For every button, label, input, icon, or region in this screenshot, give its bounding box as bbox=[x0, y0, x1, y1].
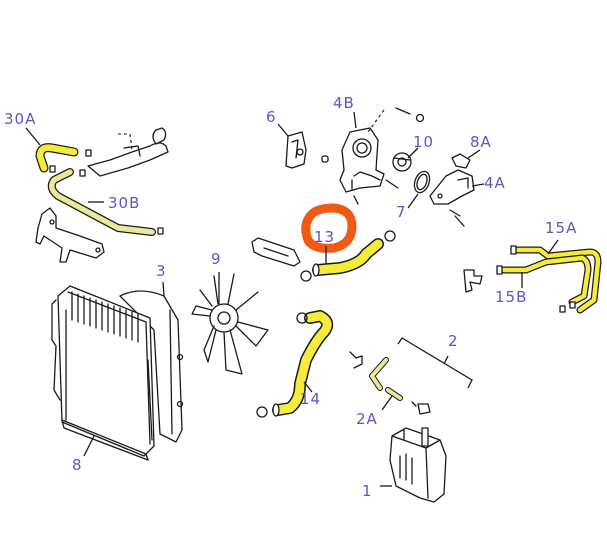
leader-6 bbox=[277, 123, 289, 137]
clamp-15-lower-a bbox=[569, 301, 576, 309]
label-13: 13 bbox=[314, 228, 335, 246]
label-8A: 8A bbox=[470, 133, 492, 151]
bracket bbox=[35, 207, 105, 263]
label-1: 1 bbox=[362, 482, 373, 500]
label-4B: 4B bbox=[333, 94, 355, 112]
shroud-3[interactable] bbox=[119, 290, 184, 443]
hose-15A[interactable] bbox=[514, 246, 602, 314]
callout-circle-13 bbox=[301, 203, 357, 253]
bolt-small bbox=[321, 155, 329, 163]
bypass-pipe-assembly bbox=[79, 127, 169, 177]
clamp-15-lower-b bbox=[559, 305, 566, 313]
hose-30A[interactable] bbox=[35, 143, 79, 173]
label-15A: 15A bbox=[545, 219, 577, 237]
clamp-13-lower bbox=[300, 270, 312, 282]
housing-4B[interactable] bbox=[339, 127, 385, 193]
fan-9[interactable] bbox=[191, 273, 269, 375]
label-2: 2 bbox=[448, 332, 459, 350]
nut-4B bbox=[415, 113, 425, 123]
hose-2A[interactable] bbox=[369, 357, 403, 401]
clamp-15A bbox=[510, 245, 517, 255]
bolt-right bbox=[454, 215, 465, 227]
label-6: 6 bbox=[266, 108, 277, 126]
hose-14[interactable] bbox=[272, 310, 334, 417]
label-4A: 4A bbox=[484, 174, 506, 192]
bracket-2 bbox=[397, 337, 473, 389]
bolt-4B-bottom bbox=[353, 195, 359, 205]
radiator-8[interactable] bbox=[51, 285, 155, 461]
clamp-30A bbox=[49, 165, 56, 173]
hose-15B[interactable] bbox=[500, 254, 592, 306]
label-3: 3 bbox=[156, 262, 167, 280]
leader-10 bbox=[407, 147, 419, 159]
label-7: 7 bbox=[396, 203, 407, 221]
leader-7 bbox=[407, 193, 419, 209]
hose-30B[interactable] bbox=[47, 168, 156, 236]
thermostat-10[interactable] bbox=[392, 152, 412, 172]
leader-8 bbox=[83, 435, 95, 457]
leader-8A bbox=[467, 149, 481, 159]
label-14: 14 bbox=[300, 390, 321, 408]
leader-14 bbox=[303, 381, 313, 393]
hose-13[interactable] bbox=[312, 238, 384, 277]
bolt-4A bbox=[449, 209, 461, 217]
clamp-14-upper bbox=[296, 312, 308, 324]
label-9: 9 bbox=[211, 250, 222, 268]
clamp-2 bbox=[411, 401, 417, 407]
label-15B: 15B bbox=[495, 288, 527, 306]
gasket-6[interactable] bbox=[285, 131, 307, 169]
clip-2 bbox=[349, 351, 363, 369]
leader-2A bbox=[381, 395, 393, 411]
leader-3 bbox=[162, 281, 165, 297]
label-30A: 30A bbox=[4, 110, 36, 128]
reservoir-tank-1[interactable] bbox=[389, 427, 447, 503]
leader-15A bbox=[547, 239, 559, 255]
leader-4A bbox=[471, 183, 485, 187]
label-30B: 30B bbox=[108, 194, 140, 212]
clamp-14-lower bbox=[256, 406, 268, 418]
leader-2 bbox=[443, 355, 449, 365]
oring-7[interactable] bbox=[412, 169, 433, 194]
clamp-30B bbox=[157, 227, 164, 235]
leader-30A bbox=[25, 127, 41, 146]
gasket-8A[interactable] bbox=[451, 153, 471, 169]
clamp-13-upper bbox=[384, 230, 396, 242]
label-8: 8 bbox=[72, 456, 83, 474]
bolt-4B bbox=[395, 107, 411, 115]
cap-fitting bbox=[417, 403, 431, 415]
label-10: 10 bbox=[413, 133, 434, 151]
dash-4B bbox=[367, 109, 385, 133]
leader-4B bbox=[353, 111, 357, 129]
label-2A: 2A bbox=[356, 410, 378, 428]
clamp-15B bbox=[496, 265, 503, 275]
bolt-4B-lower bbox=[385, 179, 399, 189]
housing-4A[interactable] bbox=[429, 169, 475, 205]
bracket-13 bbox=[251, 237, 301, 267]
heater-valve bbox=[463, 269, 483, 293]
